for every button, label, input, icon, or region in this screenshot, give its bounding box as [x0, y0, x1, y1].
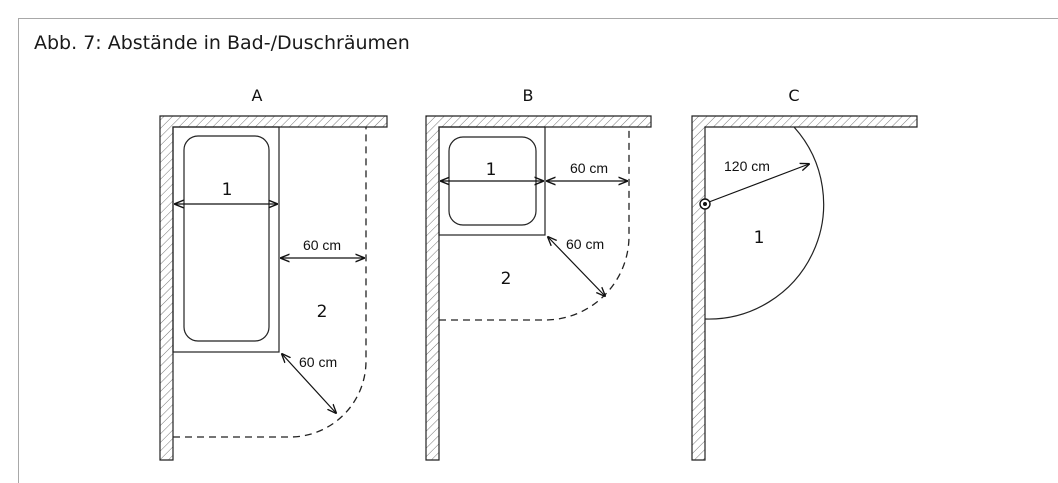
panel-a-bathtub	[172, 126, 280, 353]
panel-c-clearance-arc	[704, 126, 825, 320]
panel-a-wall	[159, 115, 388, 461]
panel-a-area-label: 2	[317, 302, 328, 322]
panel-b-corner-clearance-label: 60 cm	[566, 236, 604, 252]
panel-a-label: A	[252, 86, 263, 105]
panel-a-corner-clearance-arrow	[282, 354, 336, 413]
panel-c-area-label: 1	[754, 228, 765, 248]
panel-b-shower-tray	[438, 126, 546, 236]
panel-c-radius-label: 120 cm	[724, 158, 770, 174]
panel-a-fixture-label: 1	[222, 180, 233, 200]
panel-b-label: B	[523, 86, 534, 105]
panel-a-side-clearance-label: 60 cm	[303, 237, 341, 253]
panel-c-fitting-dot	[703, 202, 707, 206]
panel-b-area-label: 2	[501, 269, 512, 289]
panel-b: B 1 60 cm 60 cm 2	[425, 86, 652, 461]
panel-b-fixture-label: 1	[486, 160, 497, 180]
panel-c: C 120 cm 1	[691, 86, 918, 461]
panel-b-side-clearance-label: 60 cm	[570, 160, 608, 176]
figure-caption: Abb. 7: Abstände in Bad-/Duschräumen	[34, 32, 410, 54]
panel-c-wall	[691, 115, 918, 461]
panel-c-label: C	[788, 86, 799, 105]
panel-b-wall	[425, 115, 652, 461]
panel-a: A 1 60 cm 2 60 cm	[159, 86, 388, 461]
panel-b-corner-clearance-arrow	[548, 237, 605, 296]
panel-c-radius-arrow	[708, 164, 809, 203]
panel-a-corner-clearance-label: 60 cm	[299, 354, 337, 370]
panel-a-bathtub-basin	[183, 135, 270, 342]
figure-frame	[18, 18, 1058, 483]
